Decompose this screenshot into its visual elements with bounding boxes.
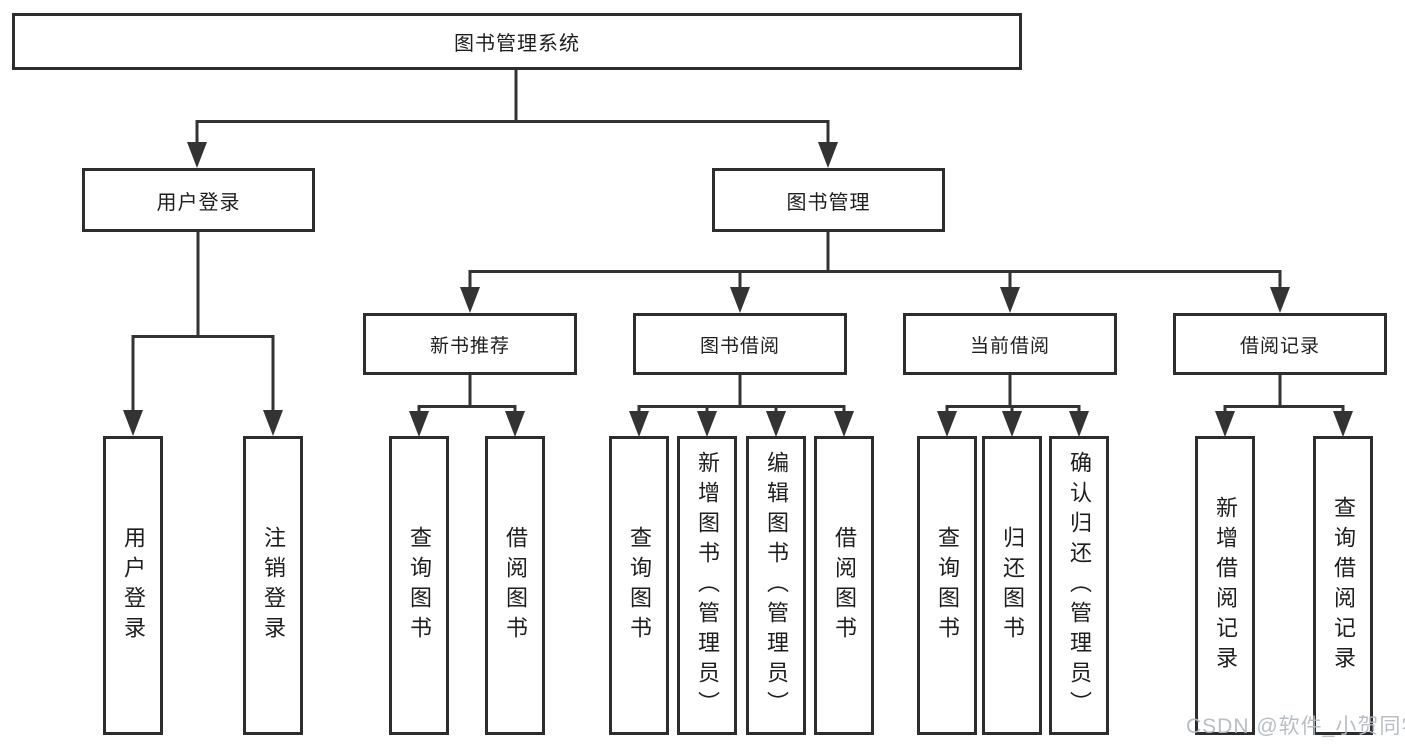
leaf-borrow-edit-books-admin: 编辑图书（管理员） [746, 436, 806, 735]
leaf-current-confirm-return-admin: 确认归还（管理员） [1049, 436, 1109, 735]
leaf-borrow-borrow-books: 借阅图书 [814, 436, 874, 735]
leaf-record-query-borrow-record: 查询借阅记录 [1313, 436, 1373, 735]
leaf-label: 确认归还（管理员） [1067, 450, 1092, 721]
node-user-login: 用户登录 [82, 168, 315, 232]
node-label: 图书借阅 [699, 335, 780, 357]
arrowhead-icon [409, 411, 429, 437]
arrowhead-icon [187, 142, 207, 168]
leaf-newrec-query-books: 查询图书 [389, 436, 449, 735]
node-label: 用户登录 [156, 191, 241, 214]
leaf-label: 借阅图书 [503, 525, 528, 646]
leaf-current-query-books: 查询图书 [917, 436, 977, 735]
arrowhead-icon [460, 287, 480, 313]
node-book-borrowing: 图书借阅 [633, 313, 847, 375]
arrowhead-icon [697, 411, 717, 437]
arrowhead-icon [818, 142, 838, 168]
arrowhead-icon [1270, 287, 1290, 313]
node-label: 当前借阅 [969, 335, 1050, 357]
arrowhead-icon [730, 287, 750, 313]
leaf-label: 用户登录 [121, 525, 146, 646]
arrowhead-icon [505, 411, 525, 437]
leaf-label: 查询图书 [935, 525, 960, 646]
leaf-borrow-add-books-admin: 新增图书（管理员） [677, 436, 737, 735]
leaf-label: 编辑图书（管理员） [764, 450, 789, 721]
watermark: CSDN @软件_小贺同学 [1186, 715, 1405, 738]
node-label: 新书推荐 [429, 335, 510, 357]
node-new-book-recommend: 新书推荐 [363, 313, 577, 375]
leaf-label: 查询借阅记录 [1331, 495, 1356, 676]
connector-user-login-children [131, 232, 275, 412]
leaf-label: 借阅图书 [832, 525, 857, 646]
leaf-logout: 注销登录 [243, 436, 303, 735]
arrowhead-icon [1000, 287, 1020, 313]
leaf-label: 新增借阅记录 [1213, 495, 1238, 676]
node-root: 图书管理系统 [12, 13, 1022, 70]
node-label: 借阅记录 [1239, 335, 1320, 357]
connector-current-borrow-children [945, 375, 1081, 414]
connector-borrow-record-children [1223, 375, 1345, 414]
node-current-borrowing: 当前借阅 [903, 313, 1117, 375]
leaf-label: 查询图书 [627, 525, 652, 646]
connector-book-borrow-children [637, 375, 846, 414]
node-book-management: 图书管理 [712, 168, 945, 232]
arrowhead-icon [937, 411, 957, 437]
leaf-record-add-borrow-record: 新增借阅记录 [1195, 436, 1255, 735]
arrowhead-icon [766, 411, 786, 437]
connector-root-to-level1 [195, 70, 830, 146]
leaf-label: 查询图书 [407, 525, 432, 646]
leaf-label: 归还图书 [1000, 525, 1025, 646]
arrowheads [123, 142, 1353, 437]
arrowhead-icon [263, 410, 283, 436]
connector-book-mgmt-to-level2 [468, 232, 1282, 290]
leaf-label: 新增图书（管理员） [695, 450, 720, 721]
arrowhead-icon [1069, 411, 1089, 437]
arrowhead-icon [629, 411, 649, 437]
arrowhead-icon [1002, 411, 1022, 437]
node-borrowing-records: 借阅记录 [1173, 313, 1387, 375]
node-label: 图书管理系统 [454, 33, 580, 55]
leaf-user-login: 用户登录 [103, 436, 163, 735]
leaf-current-return-books: 归还图书 [982, 436, 1042, 735]
arrowhead-icon [123, 410, 143, 436]
leaf-label: 注销登录 [261, 525, 286, 646]
arrowhead-icon [1333, 411, 1353, 437]
connector-new-book-rec-children [417, 375, 517, 414]
arrowhead-icon [1215, 411, 1235, 437]
leaf-newrec-borrow-books: 借阅图书 [485, 436, 545, 735]
leaf-borrow-query-books: 查询图书 [609, 436, 669, 735]
node-label: 图书管理 [786, 191, 871, 214]
arrowhead-icon [834, 411, 854, 437]
